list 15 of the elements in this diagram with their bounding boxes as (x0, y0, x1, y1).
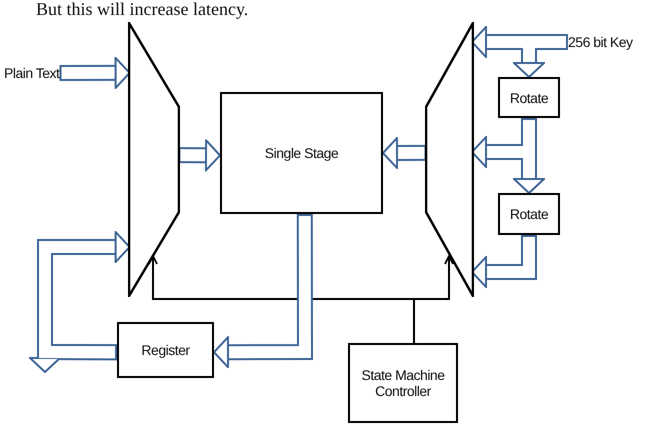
block-box: Rotate (498, 77, 560, 118)
input-label: Plain Text (4, 64, 60, 82)
block-arrow (178, 139, 221, 172)
block-arrow (29, 344, 118, 373)
block-box: Single Stage (220, 92, 383, 214)
control-arrow (413, 255, 454, 343)
heading-text: But this will increase latency. (36, 0, 248, 20)
block-arrow (382, 137, 427, 169)
block-box: Rotate (498, 193, 560, 235)
input-label: 256 bit Key (568, 33, 633, 51)
multiplexer-trapezoid (128, 22, 180, 297)
block-arrow (213, 214, 314, 368)
multiplexer-trapezoid (425, 22, 474, 297)
block-box: Register (117, 322, 214, 378)
block-box: State Machine Controller (348, 343, 458, 423)
